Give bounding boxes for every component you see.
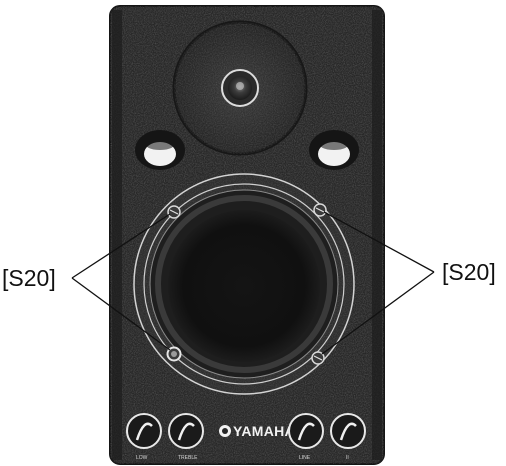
knob-line: LINE (288, 413, 324, 461)
screw-head-icon (167, 205, 181, 219)
woofer-outer-ring (143, 183, 345, 385)
control-panel: LOW TREBLE YAMAHA LINE II (126, 413, 366, 461)
tweeter (172, 20, 308, 156)
callout-label-right: [S20] (442, 259, 496, 285)
knob-label: II (346, 455, 349, 461)
knob-low: LOW (126, 413, 162, 461)
brand-logo: YAMAHA (219, 423, 295, 439)
callout-label-left: [S20] (2, 265, 56, 291)
woofer (133, 173, 355, 395)
knob-treble: TREBLE (168, 413, 204, 461)
leader-line-right-lower (321, 271, 435, 355)
screw-head-icon (311, 351, 325, 365)
knob-ii: II (330, 413, 366, 461)
bass-ports (135, 130, 359, 170)
callout-lines (71, 211, 435, 355)
bass-port-left (135, 130, 185, 170)
knob-label: LOW (136, 455, 148, 461)
brand-name: YAMAHA (233, 423, 295, 439)
woofer-cone (168, 210, 320, 362)
screw-head-icon (313, 203, 327, 217)
bass-port-right (309, 130, 359, 170)
leader-line-left-upper (71, 213, 171, 279)
leader-line-left-lower (71, 277, 171, 351)
screw-head-icon (166, 346, 182, 362)
leader-line-right-upper (323, 211, 435, 273)
woofer-screws (166, 203, 327, 365)
knob-label: TREBLE (178, 455, 198, 461)
knob-label: LINE (299, 455, 311, 461)
